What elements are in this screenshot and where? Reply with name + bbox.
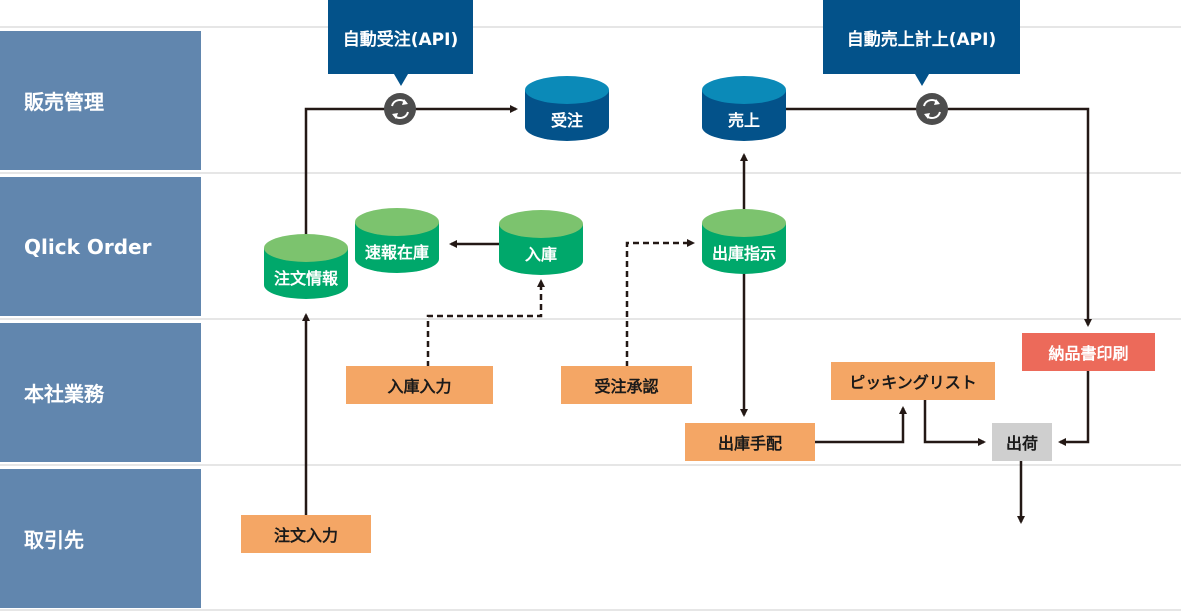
task-shukko-tehai: 出庫手配 [685,423,815,461]
lane-label-qlick-order: Qlick Order [0,177,201,316]
lane-separator [0,172,1181,174]
flow-approval-to-shukko-shiji [625,239,695,367]
database-chumon-joho [264,234,348,299]
lane-label-head-office: 本社業務 [0,323,201,462]
lane-separator [0,609,1181,611]
database-label-nyuko: 入庫 [524,245,557,264]
api-callout-label: 自動受注(API) [342,29,459,50]
task-juchu-shonin: 受注承認 [561,366,692,404]
database-uriage [702,76,786,141]
flow-picking-to-shukka [923,400,986,446]
database-label-sokuho-zaiko: 速報在庫 [364,243,429,262]
database-shukko-shiji [702,209,786,274]
task-picking-list: ピッキングリスト [831,362,995,400]
lane-label-text: Qlick Order [24,234,152,259]
database-label-uriage: 売上 [727,111,760,130]
database-label-shukko-shiji: 出庫指示 [711,244,776,263]
flow-order-info-to-juchu [304,105,518,238]
task-nyuko-nyuryoku: 入庫入力 [346,366,493,404]
sync-icon [384,93,416,125]
lane-label-text: 取引先 [24,528,84,552]
lane-separator [0,464,1181,466]
lane-label-business-partner: 取引先 [0,469,201,608]
task-shukka: 出荷 [992,423,1052,461]
database-sokuho-zaiko [355,208,439,273]
lane-separator [0,26,1181,28]
lane-separator [0,318,1181,320]
database-label-chumon-joho: 注文情報 [273,269,338,288]
database-nyuko [499,210,583,275]
api-callout-auto-sales: 自動売上計上(API) [823,0,1020,74]
flow-nyuko-input-to-nyuko [426,279,545,367]
lane-label-sales-management: 販売管理 [0,31,201,170]
flow-nohinsho-to-shukka [1058,370,1090,446]
database-juchu [525,76,609,141]
flow-tehai-to-picking [815,406,907,444]
api-callout-auto-order: 自動受注(API) [328,0,473,74]
database-label-juchu: 受注 [550,111,583,130]
flow-uriage-to-nohinsho [786,107,1092,327]
task-nohinsho-insatsu: 納品書印刷 [1022,333,1155,371]
api-callout-label: 自動売上計上(API) [846,29,997,50]
sync-icon [916,93,948,125]
task-chumon-nyuryoku: 注文入力 [241,515,371,553]
lane-label-text: 本社業務 [24,382,104,406]
lane-label-text: 販売管理 [24,90,104,114]
